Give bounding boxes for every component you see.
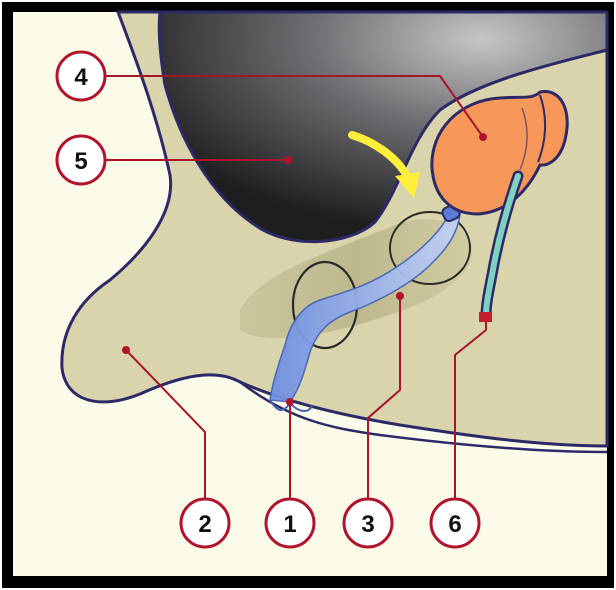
callout-2: 2 <box>181 499 229 547</box>
callout-2-label: 2 <box>198 511 211 538</box>
callout-4: 4 <box>57 52 105 100</box>
teal-duct-tip <box>479 312 492 322</box>
callout-1: 1 <box>266 499 314 547</box>
callout-5: 5 <box>57 136 105 184</box>
callout-4-label: 4 <box>74 64 88 91</box>
callout-6: 6 <box>431 499 479 547</box>
callout-1-label: 1 <box>283 511 296 538</box>
callout-6-label: 6 <box>448 511 461 538</box>
callout-5-label: 5 <box>74 148 87 175</box>
callout-3: 3 <box>344 499 392 547</box>
callout-3-label: 3 <box>361 511 374 538</box>
